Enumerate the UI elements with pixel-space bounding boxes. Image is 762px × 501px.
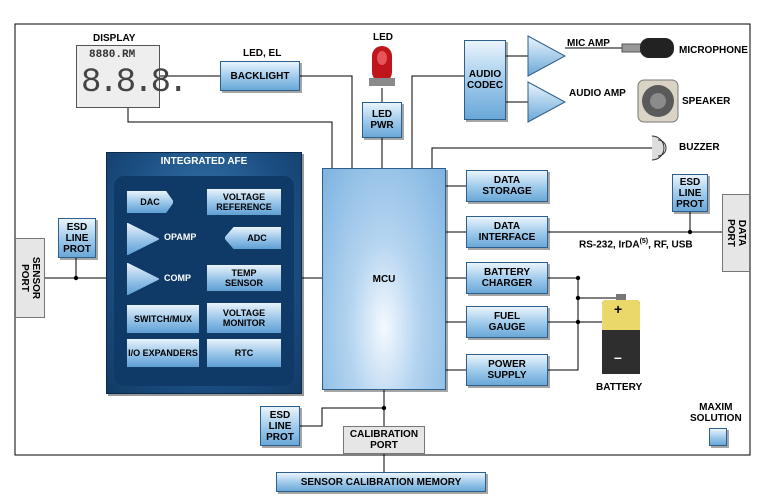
afe-dac-block: DAC: [126, 190, 174, 214]
audio-amp-label: AUDIO AMP: [569, 88, 626, 99]
esd-line-prot-bottom: ESD LINE PROT: [260, 406, 300, 446]
battery-label: BATTERY: [596, 382, 643, 393]
sensor-port-label: SENSOR PORT: [19, 256, 42, 300]
afe-io-expanders-block: I/O EXPANDERS: [126, 338, 200, 368]
calibration-port-box: CALIBRATION PORT: [343, 426, 425, 454]
lcd-digits: 8.8.8.: [81, 64, 188, 102]
rs232-suffix: , RF, USB: [648, 239, 693, 251]
rs232-superscript: (5): [639, 238, 649, 245]
esd-line-prot-left: ESD LINE PROT: [58, 218, 96, 258]
buzzer-icon: [651, 135, 667, 161]
afe-comp-label: COMP: [164, 273, 191, 283]
maxim-solution-label: MAXIM SOLUTION: [690, 402, 742, 424]
data-storage-block: DATA STORAGE: [466, 170, 548, 202]
afe-opamp-label: OPAMP: [164, 232, 197, 242]
rs232-prefix: RS-232, IrDA: [579, 239, 640, 251]
display-label: DISPLAY: [93, 33, 136, 44]
battery-minus-sign: –: [614, 349, 622, 365]
microphone-label: MICROPHONE: [679, 45, 748, 56]
sensor-port-box: SENSOR PORT: [15, 238, 45, 318]
audio-codec-block: AUDIO CODEC: [464, 40, 506, 120]
lcd-mini-text: 8880.RM: [89, 49, 136, 61]
backlight-block: BACKLIGHT: [220, 61, 300, 91]
data-port-label: DATA PORT: [725, 219, 747, 247]
data-port-box: DATA PORT: [722, 194, 750, 272]
afe-rtc-block: RTC: [206, 338, 282, 368]
esd-line-prot-right: ESD LINE PROT: [672, 174, 708, 212]
led-label: LED: [373, 32, 393, 43]
lcd-display: 8880.RM 8.8.8.: [76, 45, 188, 108]
mic-amp-label: MIC AMP: [567, 38, 610, 49]
mic-amp-triangle: [527, 35, 567, 77]
power-supply-block: POWER SUPPLY: [466, 354, 548, 386]
buzzer-label: BUZZER: [679, 142, 720, 153]
rs232-label: RS-232, IrDA(5), RF, USB: [579, 236, 693, 250]
led-el-label: LED, EL: [243, 48, 282, 59]
afe-temp-sensor-block: TEMP SENSOR: [206, 264, 282, 292]
afe-voltage-monitor-block: VOLTAGE MONITOR: [206, 302, 282, 334]
maxim-solution-swatch: [709, 428, 727, 446]
led-pwr-block: LED PWR: [362, 102, 402, 138]
afe-voltage-reference-block: VOLTAGE REFERENCE: [206, 188, 282, 216]
speaker-label: SPEAKER: [682, 96, 731, 107]
battery-plus-sign: +: [614, 301, 623, 317]
mcu-block: MCU: [322, 168, 446, 390]
led-bulb-icon: [369, 46, 395, 86]
battery-charger-block: BATTERY CHARGER: [466, 262, 548, 294]
audio-amp-triangle: [527, 81, 567, 123]
microphone-icon: [621, 38, 674, 58]
fuel-gauge-block: FUEL GAUGE: [466, 306, 548, 338]
afe-switch-mux-block: SWITCH/MUX: [126, 304, 200, 334]
data-interface-block: DATA INTERFACE: [466, 216, 548, 248]
speaker-icon: [637, 79, 679, 123]
integrated-afe-title: INTEGRATED AFE: [160, 156, 248, 167]
sensor-calibration-memory-block: SENSOR CALIBRATION MEMORY: [276, 472, 486, 492]
afe-adc-block: ADC: [224, 226, 282, 250]
